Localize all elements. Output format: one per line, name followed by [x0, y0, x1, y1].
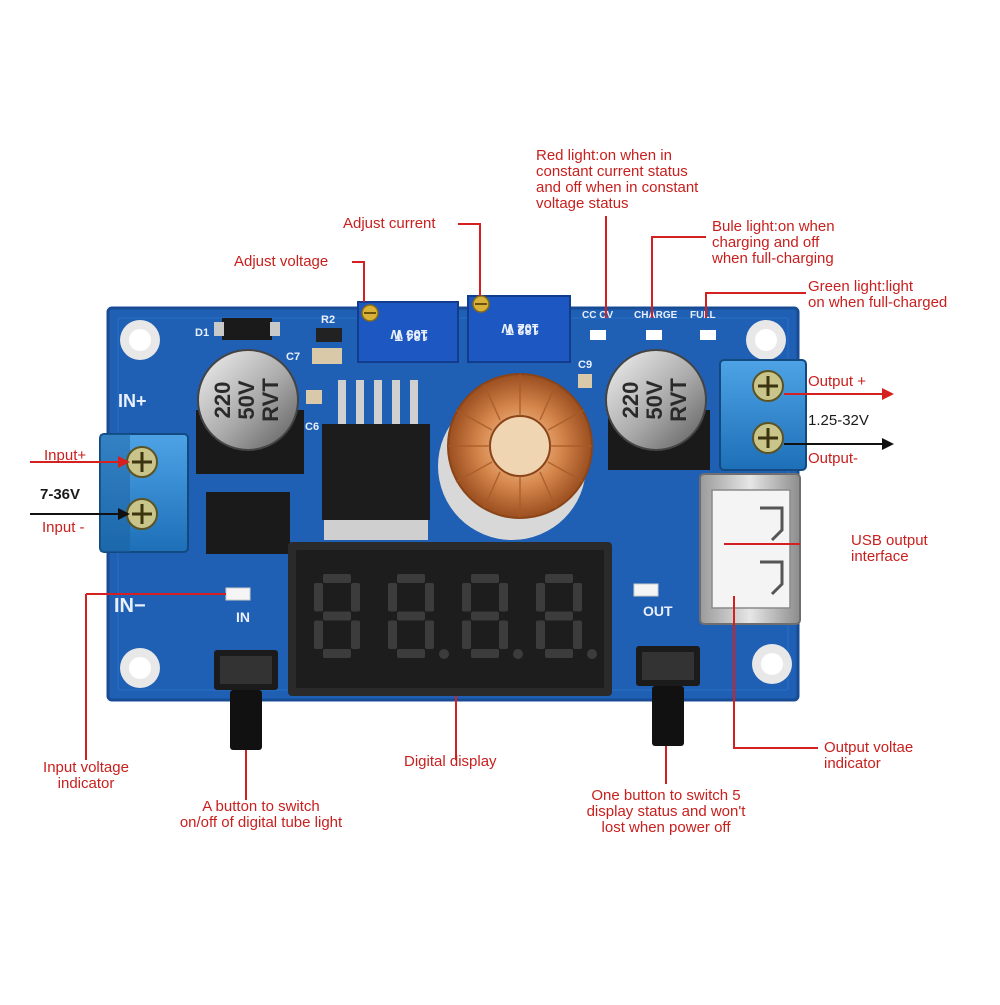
display-segment — [323, 649, 351, 658]
label-usb-output: USB output interface — [851, 532, 928, 565]
display-segment — [425, 583, 434, 612]
arrows — [30, 388, 894, 520]
display-decimal-point — [439, 649, 449, 659]
silk-r2: R2 — [321, 314, 335, 326]
label-input-voltage-indicator: Input voltage indicator — [43, 759, 129, 792]
display-segment — [545, 649, 573, 658]
tube-light-button — [214, 650, 278, 750]
display-segment — [351, 620, 360, 649]
display-segment — [314, 620, 323, 649]
label-adjust-voltage: Adjust voltage — [234, 253, 329, 270]
output-terminal — [719, 359, 807, 471]
display-segment — [471, 649, 499, 658]
cap-left-l2: 50V — [234, 380, 259, 419]
silk-full-led: FULL — [690, 310, 716, 321]
label-mode-button: One button to switch 5 display status an… — [586, 787, 746, 836]
display-segment — [536, 583, 545, 612]
silk-in-minus: IN− — [114, 595, 146, 617]
label-input-range: 7-36V — [40, 486, 81, 503]
silk-in-led: IN — [236, 609, 250, 625]
label-input-minus: Input - — [42, 519, 85, 536]
silk-out-led: OUT — [643, 603, 673, 619]
label-input-plus: Input+ — [44, 447, 87, 464]
label-output-range: 1.25-32V — [808, 412, 869, 429]
cap-right-l2: 50V — [642, 380, 667, 419]
smd-inductor-block — [206, 492, 290, 554]
display-segment — [425, 620, 434, 649]
mode-button — [636, 646, 700, 746]
cap-left-l1: 220 — [210, 382, 235, 419]
display-segment — [323, 574, 351, 583]
display-segment — [314, 583, 323, 612]
cap-right-l1: 220 — [618, 382, 643, 419]
display-segment — [323, 611, 351, 621]
leader-lines — [85, 216, 818, 800]
display-segment — [462, 620, 471, 649]
display-segment — [397, 574, 425, 583]
label-output-plus: Output + — [808, 373, 866, 390]
silk-c7: C7 — [286, 351, 300, 363]
label-adjust-current: Adjust current — [343, 215, 436, 232]
silk-charge-led: CHARGE — [634, 310, 678, 321]
display-segment — [397, 649, 425, 658]
capacitor-left: 220 50V RVT — [196, 349, 304, 474]
potentiometer-current: 102 W 132 T — [467, 295, 571, 363]
label-tube-button: A button to switch on/off of digital tub… — [179, 798, 343, 831]
label-red-light: Red light:on when in constant current st… — [536, 147, 699, 212]
label-digital-display: Digital display — [404, 753, 497, 770]
display-segment — [536, 620, 545, 649]
input-terminal — [99, 433, 189, 553]
display-segment — [351, 583, 360, 612]
display-segment — [545, 611, 573, 621]
silk-c6: C6 — [305, 421, 319, 433]
cap-left-l3: RVT — [258, 378, 283, 422]
display-segment — [397, 611, 425, 621]
capacitor-right: 220 50V RVT — [605, 349, 710, 470]
display-digits — [314, 574, 597, 659]
pot-voltage-mark2: 134 T — [395, 329, 428, 344]
display-segment — [462, 583, 471, 612]
display-segment — [388, 620, 397, 649]
pot-current-mark2: 132 T — [506, 323, 539, 338]
display-decimal-point — [587, 649, 597, 659]
display-segment — [499, 583, 508, 612]
label-green-light: Green light:light on when full-charged — [808, 278, 948, 311]
display-segment — [388, 583, 397, 612]
silk-d1: D1 — [195, 327, 209, 339]
label-blue-light: Bule light:on when charging and off when… — [712, 218, 835, 267]
regulator-ic — [322, 380, 430, 540]
silk-c9: C9 — [578, 359, 592, 371]
leds — [225, 583, 659, 601]
label-output-indicator: Output voltae indicator — [824, 739, 914, 772]
silk-cc-led: CC CV — [582, 310, 613, 321]
silk-in-plus: IN+ — [118, 391, 147, 411]
display-segment — [545, 574, 573, 583]
display-segment — [573, 620, 582, 649]
pot-current-mark: 102 W — [501, 321, 539, 336]
display-decimal-point — [513, 649, 523, 659]
cap-right-l3: RVT — [666, 378, 691, 422]
label-output-minus: Output- — [808, 450, 859, 467]
usb-port — [699, 473, 801, 625]
mounting-holes — [120, 320, 792, 688]
digital-display — [288, 542, 612, 696]
potentiometer-voltage: 103 W 134 T — [357, 301, 459, 363]
display-segment — [471, 574, 499, 583]
display-segment — [499, 620, 508, 649]
silkscreen: IN+ IN− IN OUT D1 R2 C7 C6 C9 CC CV CHAR… — [114, 310, 716, 625]
diode-d1 — [214, 318, 280, 340]
display-segment — [471, 611, 499, 621]
display-segment — [573, 583, 582, 612]
pot-voltage-mark: 103 W — [390, 327, 428, 342]
toroid-inductor — [438, 373, 593, 540]
smd-components — [306, 328, 716, 404]
